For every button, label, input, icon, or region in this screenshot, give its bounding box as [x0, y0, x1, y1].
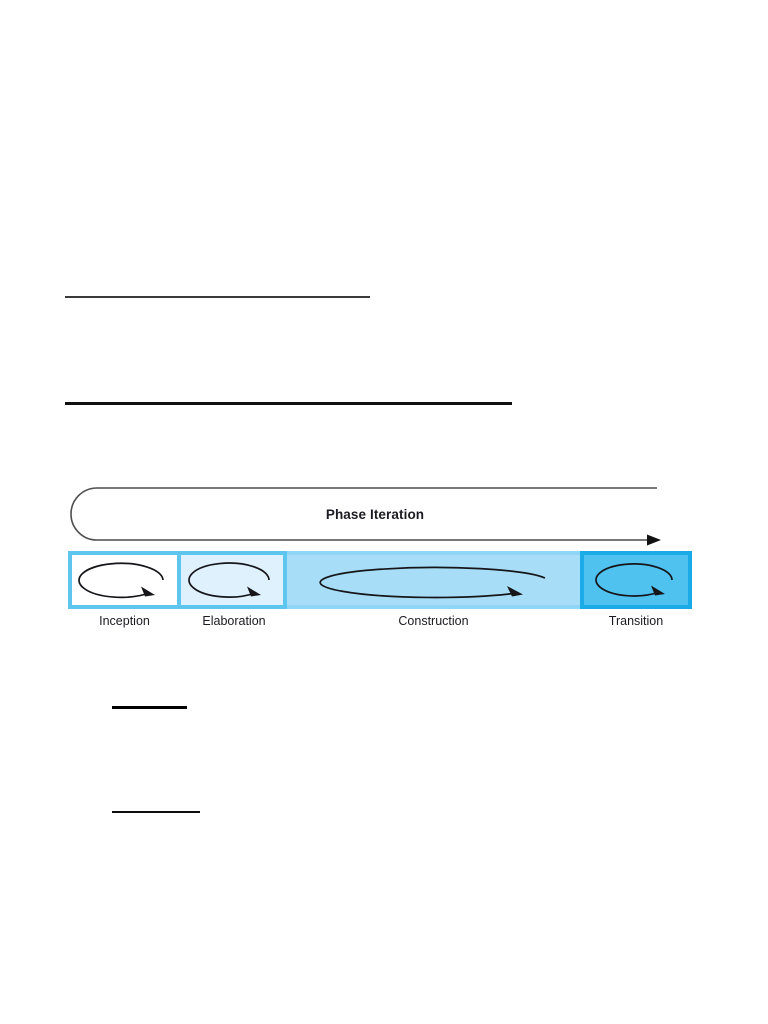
phase-box-construction[interactable]	[287, 551, 580, 609]
phase-label-transition: Transition	[608, 614, 664, 628]
iteration-loop-icon	[595, 563, 673, 597]
phase-label-inception: Inception	[99, 614, 150, 628]
phase-iteration-label: Phase Iteration	[325, 507, 425, 522]
horizontal-rule-upper-long	[65, 402, 512, 405]
horizontal-rule-upper-short	[65, 296, 370, 298]
phase-iteration-arrow-icon	[70, 487, 661, 546]
phase-box-inception[interactable]	[68, 551, 181, 609]
phase-box-transition[interactable]	[580, 551, 692, 609]
iteration-loop-icon	[318, 566, 545, 599]
phase-label-elaboration: Elaboration	[202, 614, 266, 628]
phase-label-construction: Construction	[398, 614, 469, 628]
phase-strip	[68, 551, 692, 609]
iteration-loop-icon	[188, 562, 270, 598]
horizontal-rule-lower-short-2	[112, 811, 200, 814]
horizontal-rule-lower-short-1	[112, 706, 187, 710]
phase-box-elaboration[interactable]	[181, 551, 287, 609]
phase-captions: Inception Elaboration Construction Trans…	[68, 611, 692, 633]
iteration-loop-icon	[77, 562, 164, 599]
